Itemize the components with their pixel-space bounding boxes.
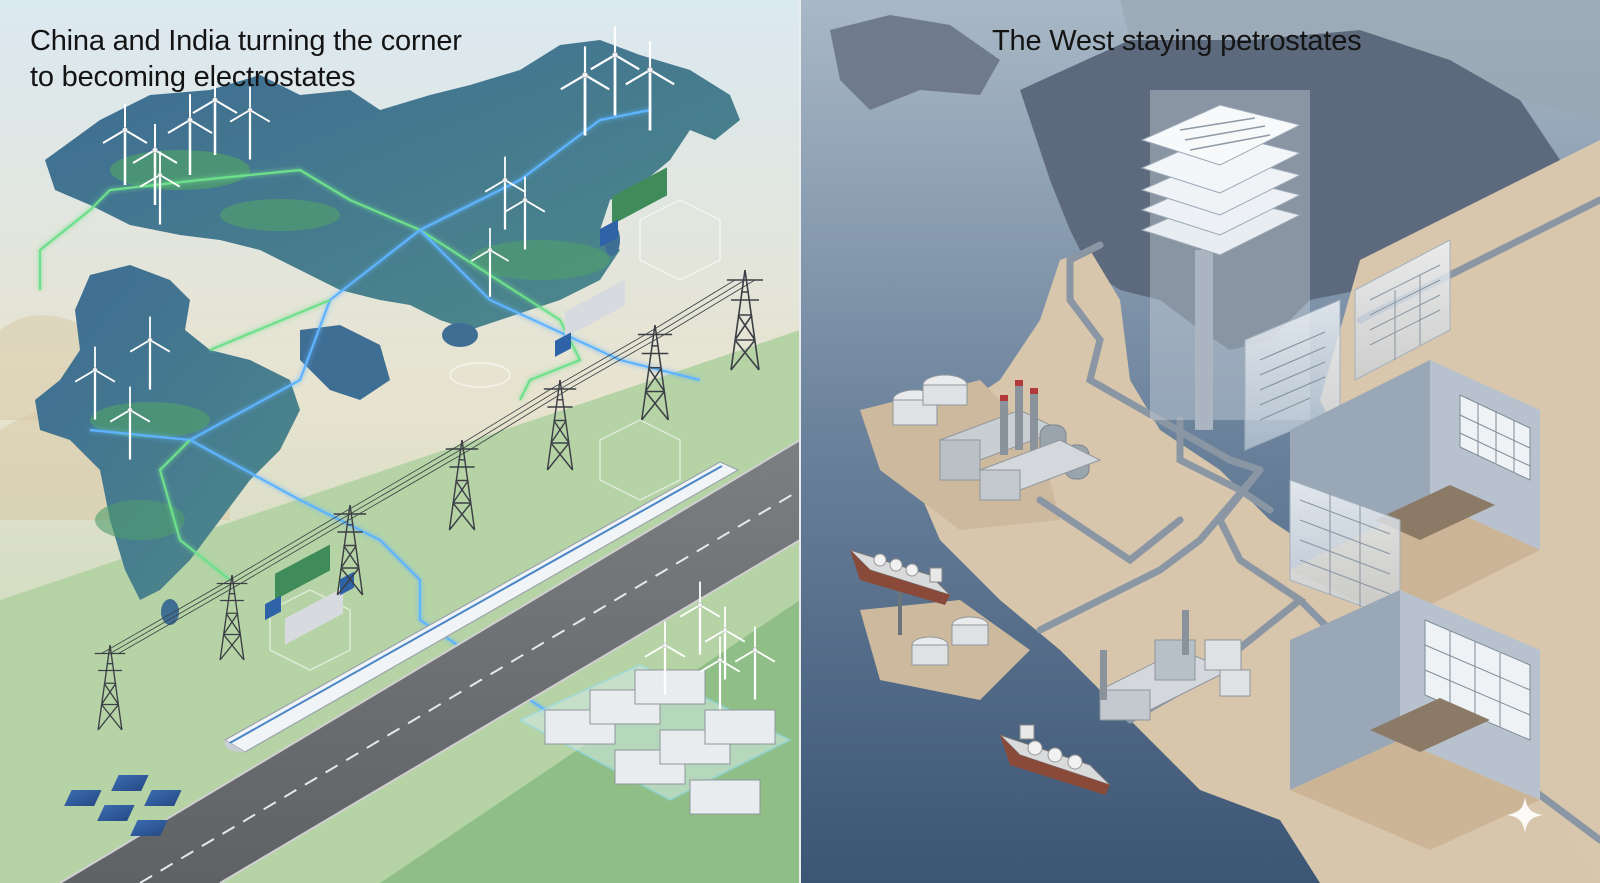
wind-turbine-icon [192,74,238,155]
grid-line [419,229,582,401]
right-caption: The West staying petrostates [992,25,1362,57]
grid-line [89,229,421,442]
sparkle-icon [1507,797,1543,833]
grid-line [158,439,231,581]
battery-container [704,709,776,745]
floating-spreadsheet [1354,239,1451,381]
wind-turbine-icon [734,626,776,700]
transmission-tower-icon [445,439,479,531]
storage-tanks-port [898,590,989,666]
solar-panel [64,790,102,806]
conference-table [1370,698,1490,752]
crane-tower [898,590,902,635]
battery-container [634,669,706,705]
wind-turbine-icon [129,316,171,390]
left-caption: China and India turning the corner to be… [30,25,462,93]
boardroom-lower [1290,590,1540,850]
solar-panel [111,775,149,791]
hill [470,240,610,280]
battery-storage-facility [518,664,792,815]
grid-line [209,298,331,352]
pipeline [1036,496,1184,565]
oil-refinery [892,374,1102,501]
high-speed-train [223,461,740,753]
southeast-asia-map [300,325,390,400]
pipeline [1066,241,1264,474]
wind-turbine-icon [699,636,741,710]
support-pillar [1195,250,1213,430]
hex-overlay [449,362,511,388]
smokestack [1100,650,1107,700]
transmission-tower-icon [216,574,248,661]
road-edge [59,439,800,883]
floating-report [1244,299,1341,451]
wind-turbine-icon [704,606,746,680]
power-plant [1098,610,1251,721]
wind-turbine-icon [644,621,686,695]
transmission-tower-icon [543,379,577,471]
arctic-map [1120,0,1600,120]
wind-turbine-icon [484,156,526,230]
pipeline [1176,416,1274,514]
wind-turbine-icon [560,46,610,136]
wind-turbine-icon [167,94,213,175]
transmission-towers [94,269,763,731]
wind-turbine-icon [139,151,181,225]
panel-divider [799,0,801,883]
hill [95,500,185,540]
grid-line [419,108,651,231]
petrostates-illustration [800,0,1600,883]
road-edge [219,539,800,883]
smokestack [1182,610,1189,655]
electrostates-panel: China and India turning the corner to be… [0,0,800,883]
transmission-tower-icon [94,644,126,731]
cargo-truck [555,279,625,357]
solar-farm-bottom [64,775,182,836]
hex-overlay [639,199,721,281]
north-america-map [830,15,1000,110]
hex-overlay [269,589,351,671]
document-stack [1140,104,1302,256]
hill [90,402,210,438]
wind-turbine-icon [109,386,151,460]
conference-table [1375,485,1495,540]
wind-turbine-icon [74,346,116,420]
oil-tanker [849,549,951,605]
hill [110,150,250,190]
smokestack [1030,388,1038,452]
smokestack [1000,395,1008,455]
wind-turbine-icon [590,26,640,116]
hex-overlay [599,419,681,501]
electric-truck [265,544,330,621]
wind-turbine-icon [504,176,546,250]
transmission-tower-icon [727,269,763,371]
wind-turbines [74,26,776,710]
solar-panel [144,790,182,806]
sri-lanka-map [161,599,179,625]
solar-panel [130,820,168,836]
hex-overlays [269,199,721,671]
wind-turbine-icon [102,104,148,185]
battery-container [689,779,761,815]
wind-turbine-icon [470,227,510,297]
wind-turbine-icon [679,581,721,655]
smokestack [1015,380,1023,450]
hill [220,199,340,231]
petrostates-panel: The West staying petrostates [800,0,1600,883]
wind-turbine-icon [625,41,675,131]
oil-tanker [999,724,1111,795]
electrostates-illustration [0,0,800,883]
wind-turbine-icon [229,86,271,160]
lane-marking [139,489,800,883]
hainan-island [442,323,478,347]
solar-panel [97,805,135,821]
transmission-tower-icon [333,504,367,596]
transmission-tower-icon [637,324,673,421]
electric-truck [600,167,667,247]
